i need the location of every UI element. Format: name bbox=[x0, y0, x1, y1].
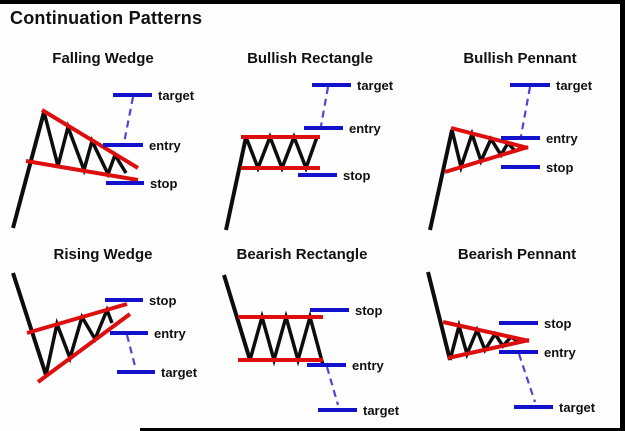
bearish-rectangle-diagram: stop entry target bbox=[222, 274, 400, 418]
target-label: target bbox=[559, 400, 596, 415]
heading-rising-wedge: Rising Wedge bbox=[53, 246, 153, 263]
impulse-line bbox=[11, 272, 48, 376]
stop-label: stop bbox=[546, 160, 574, 175]
bottom-border bbox=[140, 428, 625, 431]
impulse-line bbox=[224, 136, 248, 231]
price-zigzag bbox=[244, 132, 319, 174]
projection-dashed-line bbox=[122, 96, 135, 144]
heading-bullish-rectangle: Bullish Rectangle bbox=[247, 50, 373, 67]
heading-bearish-pennant: Bearish Pennant bbox=[457, 246, 577, 263]
falling-wedge-diagram: target entry stop bbox=[11, 88, 195, 229]
top-border bbox=[0, 0, 625, 4]
impulse-line bbox=[426, 271, 452, 361]
upper-trendline bbox=[442, 320, 530, 343]
right-border bbox=[620, 0, 625, 431]
lower-trendline bbox=[36, 312, 132, 384]
entry-label: entry bbox=[149, 138, 182, 153]
heading-bullish-pennant: Bullish Pennant bbox=[463, 50, 577, 67]
stop-label: stop bbox=[544, 316, 572, 331]
price-zigzag bbox=[42, 111, 128, 179]
impulse-line bbox=[222, 274, 252, 361]
page-title: Continuation Patterns bbox=[10, 8, 203, 28]
projection-dashed-line bbox=[319, 86, 330, 127]
upper-trendline bbox=[450, 126, 529, 150]
target-label: target bbox=[357, 78, 394, 93]
target-label: target bbox=[158, 88, 195, 103]
stop-label: stop bbox=[343, 168, 371, 183]
stop-label: stop bbox=[355, 303, 383, 318]
projection-dashed-line bbox=[517, 353, 537, 403]
projection-dashed-line bbox=[125, 334, 138, 371]
lower-trendline bbox=[447, 338, 530, 360]
stop-label: stop bbox=[149, 293, 177, 308]
bullish-pennant-diagram: target entry stop bbox=[428, 78, 593, 231]
target-label: target bbox=[363, 403, 400, 418]
rising-wedge-diagram: stop entry target bbox=[11, 272, 198, 384]
impulse-line bbox=[428, 129, 454, 231]
heading-bearish-rectangle: Bearish Rectangle bbox=[236, 246, 368, 263]
target-label: target bbox=[161, 365, 198, 380]
heading-falling-wedge: Falling Wedge bbox=[52, 50, 154, 67]
projection-dashed-line bbox=[325, 366, 340, 406]
bearish-pennant-diagram: stop entry target bbox=[426, 271, 596, 415]
lower-trendline bbox=[444, 145, 529, 174]
upper-trendline bbox=[40, 108, 140, 170]
entry-label: entry bbox=[349, 121, 382, 136]
entry-label: entry bbox=[352, 358, 385, 373]
target-label: target bbox=[556, 78, 593, 93]
lower-trendline bbox=[25, 159, 139, 182]
stop-label: stop bbox=[150, 176, 178, 191]
bullish-rectangle-diagram: target entry stop bbox=[224, 78, 394, 231]
impulse-line bbox=[11, 111, 46, 229]
price-zigzag bbox=[248, 310, 325, 367]
projection-dashed-line bbox=[519, 86, 532, 137]
entry-label: entry bbox=[544, 345, 577, 360]
upper-trendline bbox=[26, 302, 128, 335]
entry-label: entry bbox=[154, 326, 187, 341]
entry-label: entry bbox=[546, 131, 579, 146]
